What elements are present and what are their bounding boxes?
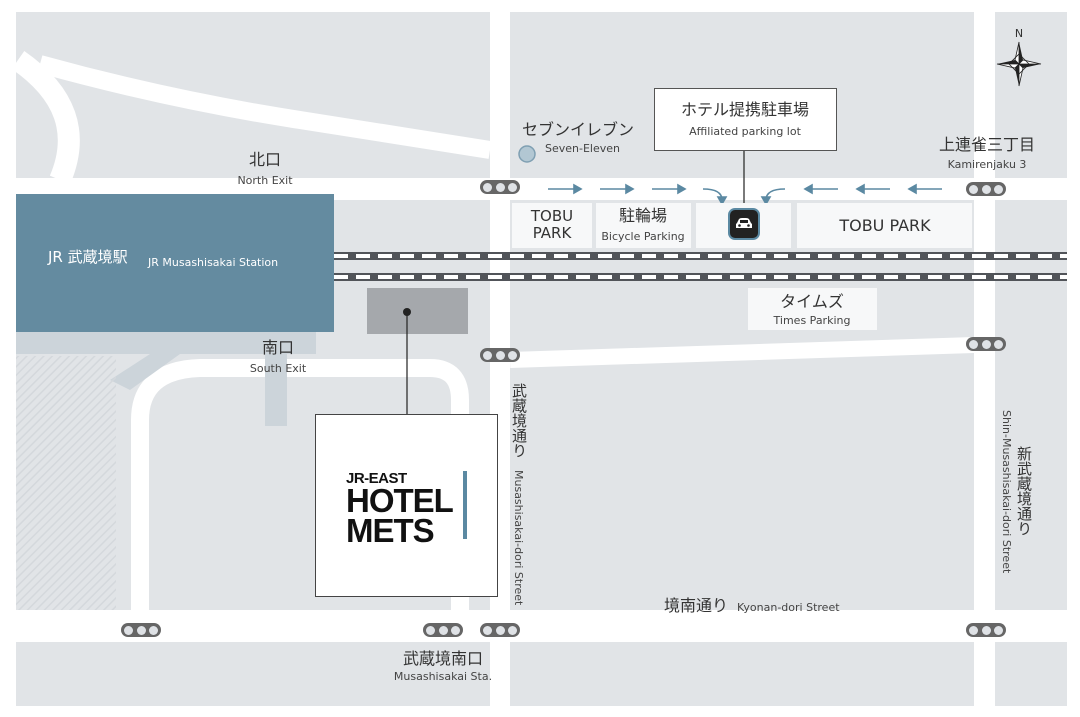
affiliated-parking-callout: ホテル提携駐車場 Affiliated parking lot xyxy=(654,88,837,151)
exit-building xyxy=(367,288,468,334)
seven-eleven-label-en: Seven-Eleven xyxy=(545,142,620,155)
north-exit-label-jp: 北口 xyxy=(248,150,282,169)
shin-musashisakai-dori-label-jp: 新武蔵境通り xyxy=(1015,446,1033,536)
arrow-left-icon xyxy=(907,183,942,195)
plaza-walkway xyxy=(265,354,287,426)
traffic-signal-icon xyxy=(966,182,1006,196)
arrow-right-icon xyxy=(652,183,687,195)
car-icon xyxy=(728,208,760,240)
south-plaza xyxy=(16,332,316,354)
traffic-signal-icon xyxy=(423,623,463,637)
affiliated-parking-label-jp: ホテル提携駐車場 xyxy=(680,100,810,119)
musashisakai-minamiguchi-label-jp: 武蔵境南口 xyxy=(402,649,484,668)
arrow-right-icon xyxy=(548,183,583,195)
south-exit-label-en: South Exit xyxy=(249,362,307,375)
arrow-left-icon xyxy=(855,183,890,195)
hotel-logo-line2: HOTEL xyxy=(346,482,454,519)
streets xyxy=(11,50,975,610)
tobu-park-large-label: TOBU PARK xyxy=(839,216,931,235)
hotel-logo-line3: METS xyxy=(346,512,435,549)
affiliated-parking-label-en: Affiliated parking lot xyxy=(689,125,801,138)
south-exit-label-jp: 南口 xyxy=(261,338,295,357)
times-zone xyxy=(748,288,877,330)
direction-arrows xyxy=(548,183,942,206)
hotel-location-box: JR-EAST HOTEL METS xyxy=(315,414,498,597)
station-building xyxy=(16,194,334,332)
kyonan-dori-label-en: Kyonan-dori Street xyxy=(737,601,840,614)
bicycle-parking-label-jp: 駐輪場 xyxy=(618,206,668,225)
traffic-signal-icon xyxy=(480,348,520,362)
hotel-logo: JR-EAST HOTEL METS xyxy=(346,470,454,549)
hotel-logo-bar xyxy=(463,471,467,539)
traffic-signal-icon xyxy=(966,337,1006,351)
shin-musashisakai-dori-label-en: Shin-Musashisakai-dori Street xyxy=(1000,410,1013,574)
tobu-park-small-line2: PARK xyxy=(532,224,572,242)
railway xyxy=(334,252,1067,281)
musashisakai-dori-label-jp: 武蔵境通り xyxy=(510,383,528,458)
tobu-park-small-zone xyxy=(512,203,592,248)
tobu-park-large-zone xyxy=(797,203,972,248)
hotel-logo-line1: JR-EAST xyxy=(346,470,407,487)
store-marker-icon xyxy=(518,145,536,163)
seven-eleven-label-jp: セブンイレブン xyxy=(522,120,635,139)
tobu-park-small-line1: TOBU xyxy=(530,207,574,225)
plaza-ramp xyxy=(110,354,180,390)
traffic-signal-icon xyxy=(480,623,520,637)
compass-north-label: N xyxy=(1014,27,1024,40)
station-label-jp: JR 武蔵境駅 xyxy=(48,248,128,266)
times-label-en: Times Parking xyxy=(773,314,851,327)
kyonan-dori-label-jp: 境南通り xyxy=(664,596,729,615)
arrow-right-icon xyxy=(600,183,635,195)
traffic-signal-icon xyxy=(121,623,161,637)
kamirenjaku-label-en: Kamirenjaku 3 xyxy=(947,158,1027,171)
traffic-signal-icon xyxy=(480,180,520,194)
station-label-en: JR Musashisakai Station xyxy=(148,256,279,269)
kamirenjaku-label-jp: 上連雀三丁目 xyxy=(938,135,1036,154)
bicycle-parking-label-en: Bicycle Parking xyxy=(601,230,685,243)
north-exit-label-en: North Exit xyxy=(237,174,293,187)
musashisakai-minamiguchi-label-en: Musashisakai Sta. xyxy=(393,670,493,683)
compass-icon xyxy=(996,41,1042,87)
musashisakai-dori-label-en: Musashisakai-dori Street xyxy=(512,470,525,606)
times-label-jp: タイムズ xyxy=(780,292,844,311)
hatched-area xyxy=(16,356,116,610)
bicycle-parking-zone xyxy=(596,203,691,248)
traffic-signal-icon xyxy=(966,623,1006,637)
arrow-left-icon xyxy=(803,183,838,195)
